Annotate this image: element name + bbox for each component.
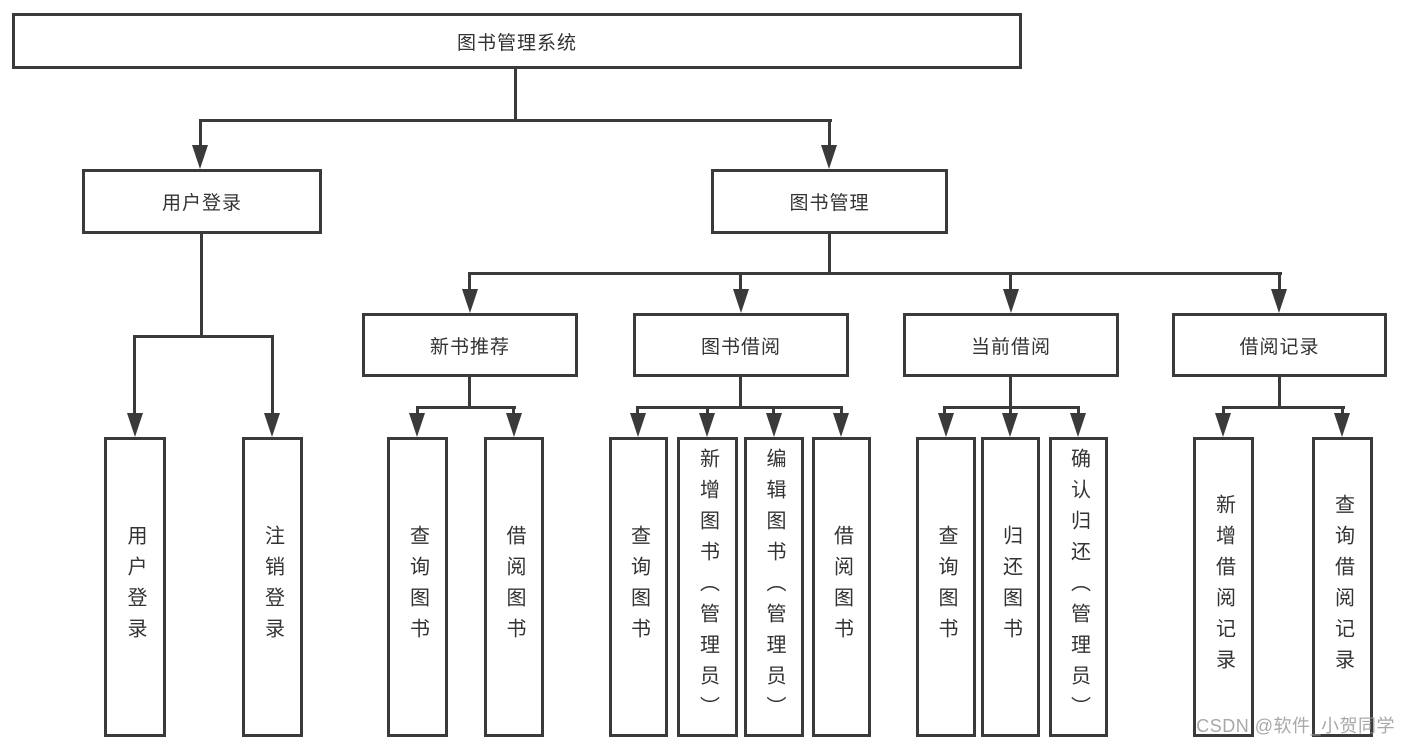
node-label: 用户登录: [124, 525, 146, 649]
connector-line: [1009, 406, 1012, 418]
leaf-add-borrow-record: 新增借阅记录: [1193, 437, 1254, 737]
leaf-logout: 注销登录: [242, 437, 303, 737]
connector-line: [416, 406, 516, 409]
connector-line: [1009, 377, 1012, 408]
arrow-down-icon: [1070, 413, 1086, 437]
connector-line: [1009, 272, 1012, 294]
node-label: 借阅记录: [1239, 336, 1320, 358]
connector-line: [200, 234, 203, 335]
leaf-borrow-books-borrowing: 借阅图书: [812, 437, 871, 737]
node-label: 查询借阅记录: [1331, 494, 1354, 680]
arrow-down-icon: [699, 413, 715, 437]
node-label: 图书管理系统: [456, 32, 577, 54]
arrow-down-icon: [1271, 289, 1287, 313]
leaf-query-books-current: 查询图书: [916, 437, 976, 737]
node-label: 用户登录: [161, 193, 242, 214]
watermark-text: CSDN @软件_小贺同学: [1196, 716, 1395, 736]
connector-line: [1222, 406, 1345, 409]
leaf-query-books-recommend: 查询图书: [387, 437, 448, 737]
connector-line: [133, 335, 274, 338]
connector-line: [199, 119, 832, 122]
connector-line: [828, 234, 831, 274]
connector-line: [1077, 406, 1080, 418]
node-label: 归还图书: [999, 525, 1022, 649]
arrow-down-icon: [127, 413, 143, 437]
node-label: 图书借阅: [700, 336, 781, 358]
node-label: 查询图书: [627, 525, 650, 649]
arrow-down-icon: [833, 413, 849, 437]
connector-line: [1341, 406, 1344, 418]
connector-line: [1278, 377, 1281, 408]
node-label: 借阅图书: [830, 525, 853, 649]
arrow-down-icon: [506, 413, 522, 437]
connector-line: [1222, 406, 1225, 418]
leaf-query-borrow-record: 查询借阅记录: [1312, 437, 1373, 737]
connector-line: [739, 377, 742, 408]
arrow-down-icon: [1215, 413, 1231, 437]
node-label: 图书管理: [789, 193, 870, 214]
node-label: 编辑图书（管理员）: [763, 447, 785, 727]
connector-line: [468, 377, 471, 408]
connector-line: [943, 406, 946, 418]
connector-line: [416, 406, 419, 418]
node-label: 新增借阅记录: [1212, 494, 1235, 680]
connector-line: [739, 272, 742, 294]
arrow-down-icon: [409, 413, 425, 437]
arrow-down-icon: [821, 145, 837, 169]
leaf-user-login: 用户登录: [104, 437, 166, 737]
node-borrowing-records: 借阅记录: [1172, 313, 1387, 377]
connector-line: [772, 406, 775, 418]
node-label: 借阅图书: [503, 525, 525, 649]
connector-line: [469, 272, 1282, 275]
arrow-down-icon: [1334, 413, 1350, 437]
arrow-down-icon: [1002, 413, 1018, 437]
connector-line: [271, 335, 274, 417]
node-new-book-recommend: 新书推荐: [362, 313, 578, 377]
leaf-confirm-return-admin: 确认归还（管理员）: [1049, 437, 1108, 737]
node-label: 当前借阅: [970, 336, 1051, 358]
leaf-query-books-borrowing: 查询图书: [609, 437, 668, 737]
node-label: 确认归还（管理员）: [1067, 447, 1090, 727]
leaf-borrow-books-recommend: 借阅图书: [484, 437, 544, 737]
node-book-borrowing: 图书借阅: [633, 313, 849, 377]
node-label: 查询图书: [406, 525, 429, 649]
arrow-down-icon: [938, 413, 954, 437]
connector-line: [133, 335, 136, 417]
node-label: 新书推荐: [429, 336, 510, 358]
arrow-down-icon: [766, 413, 782, 437]
arrow-down-icon: [192, 145, 208, 169]
node-library-system: 图书管理系统: [12, 13, 1022, 69]
leaf-add-book-admin: 新增图书（管理员）: [677, 437, 738, 737]
connector-line: [636, 406, 639, 418]
node-user-login: 用户登录: [82, 169, 322, 234]
connector-line: [512, 406, 515, 418]
connector-line: [468, 272, 471, 294]
arrow-down-icon: [462, 289, 478, 313]
connector-line: [828, 119, 831, 149]
leaf-return-books: 归还图书: [981, 437, 1040, 737]
arrow-down-icon: [733, 289, 749, 313]
connector-line: [199, 119, 202, 149]
connector-line: [706, 406, 709, 418]
connector-line: [840, 406, 843, 418]
node-label: 注销登录: [261, 525, 284, 649]
node-label: 新增图书（管理员）: [696, 447, 719, 727]
connector-line: [636, 406, 843, 409]
node-label: 查询图书: [935, 525, 957, 649]
arrow-down-icon: [630, 413, 646, 437]
node-current-borrowing: 当前借阅: [903, 313, 1119, 377]
node-book-management: 图书管理: [711, 169, 948, 234]
connector-line: [1278, 272, 1281, 294]
arrow-down-icon: [1003, 289, 1019, 313]
leaf-edit-book-admin: 编辑图书（管理员）: [744, 437, 804, 737]
connector-line: [514, 69, 517, 119]
arrow-down-icon: [264, 413, 280, 437]
